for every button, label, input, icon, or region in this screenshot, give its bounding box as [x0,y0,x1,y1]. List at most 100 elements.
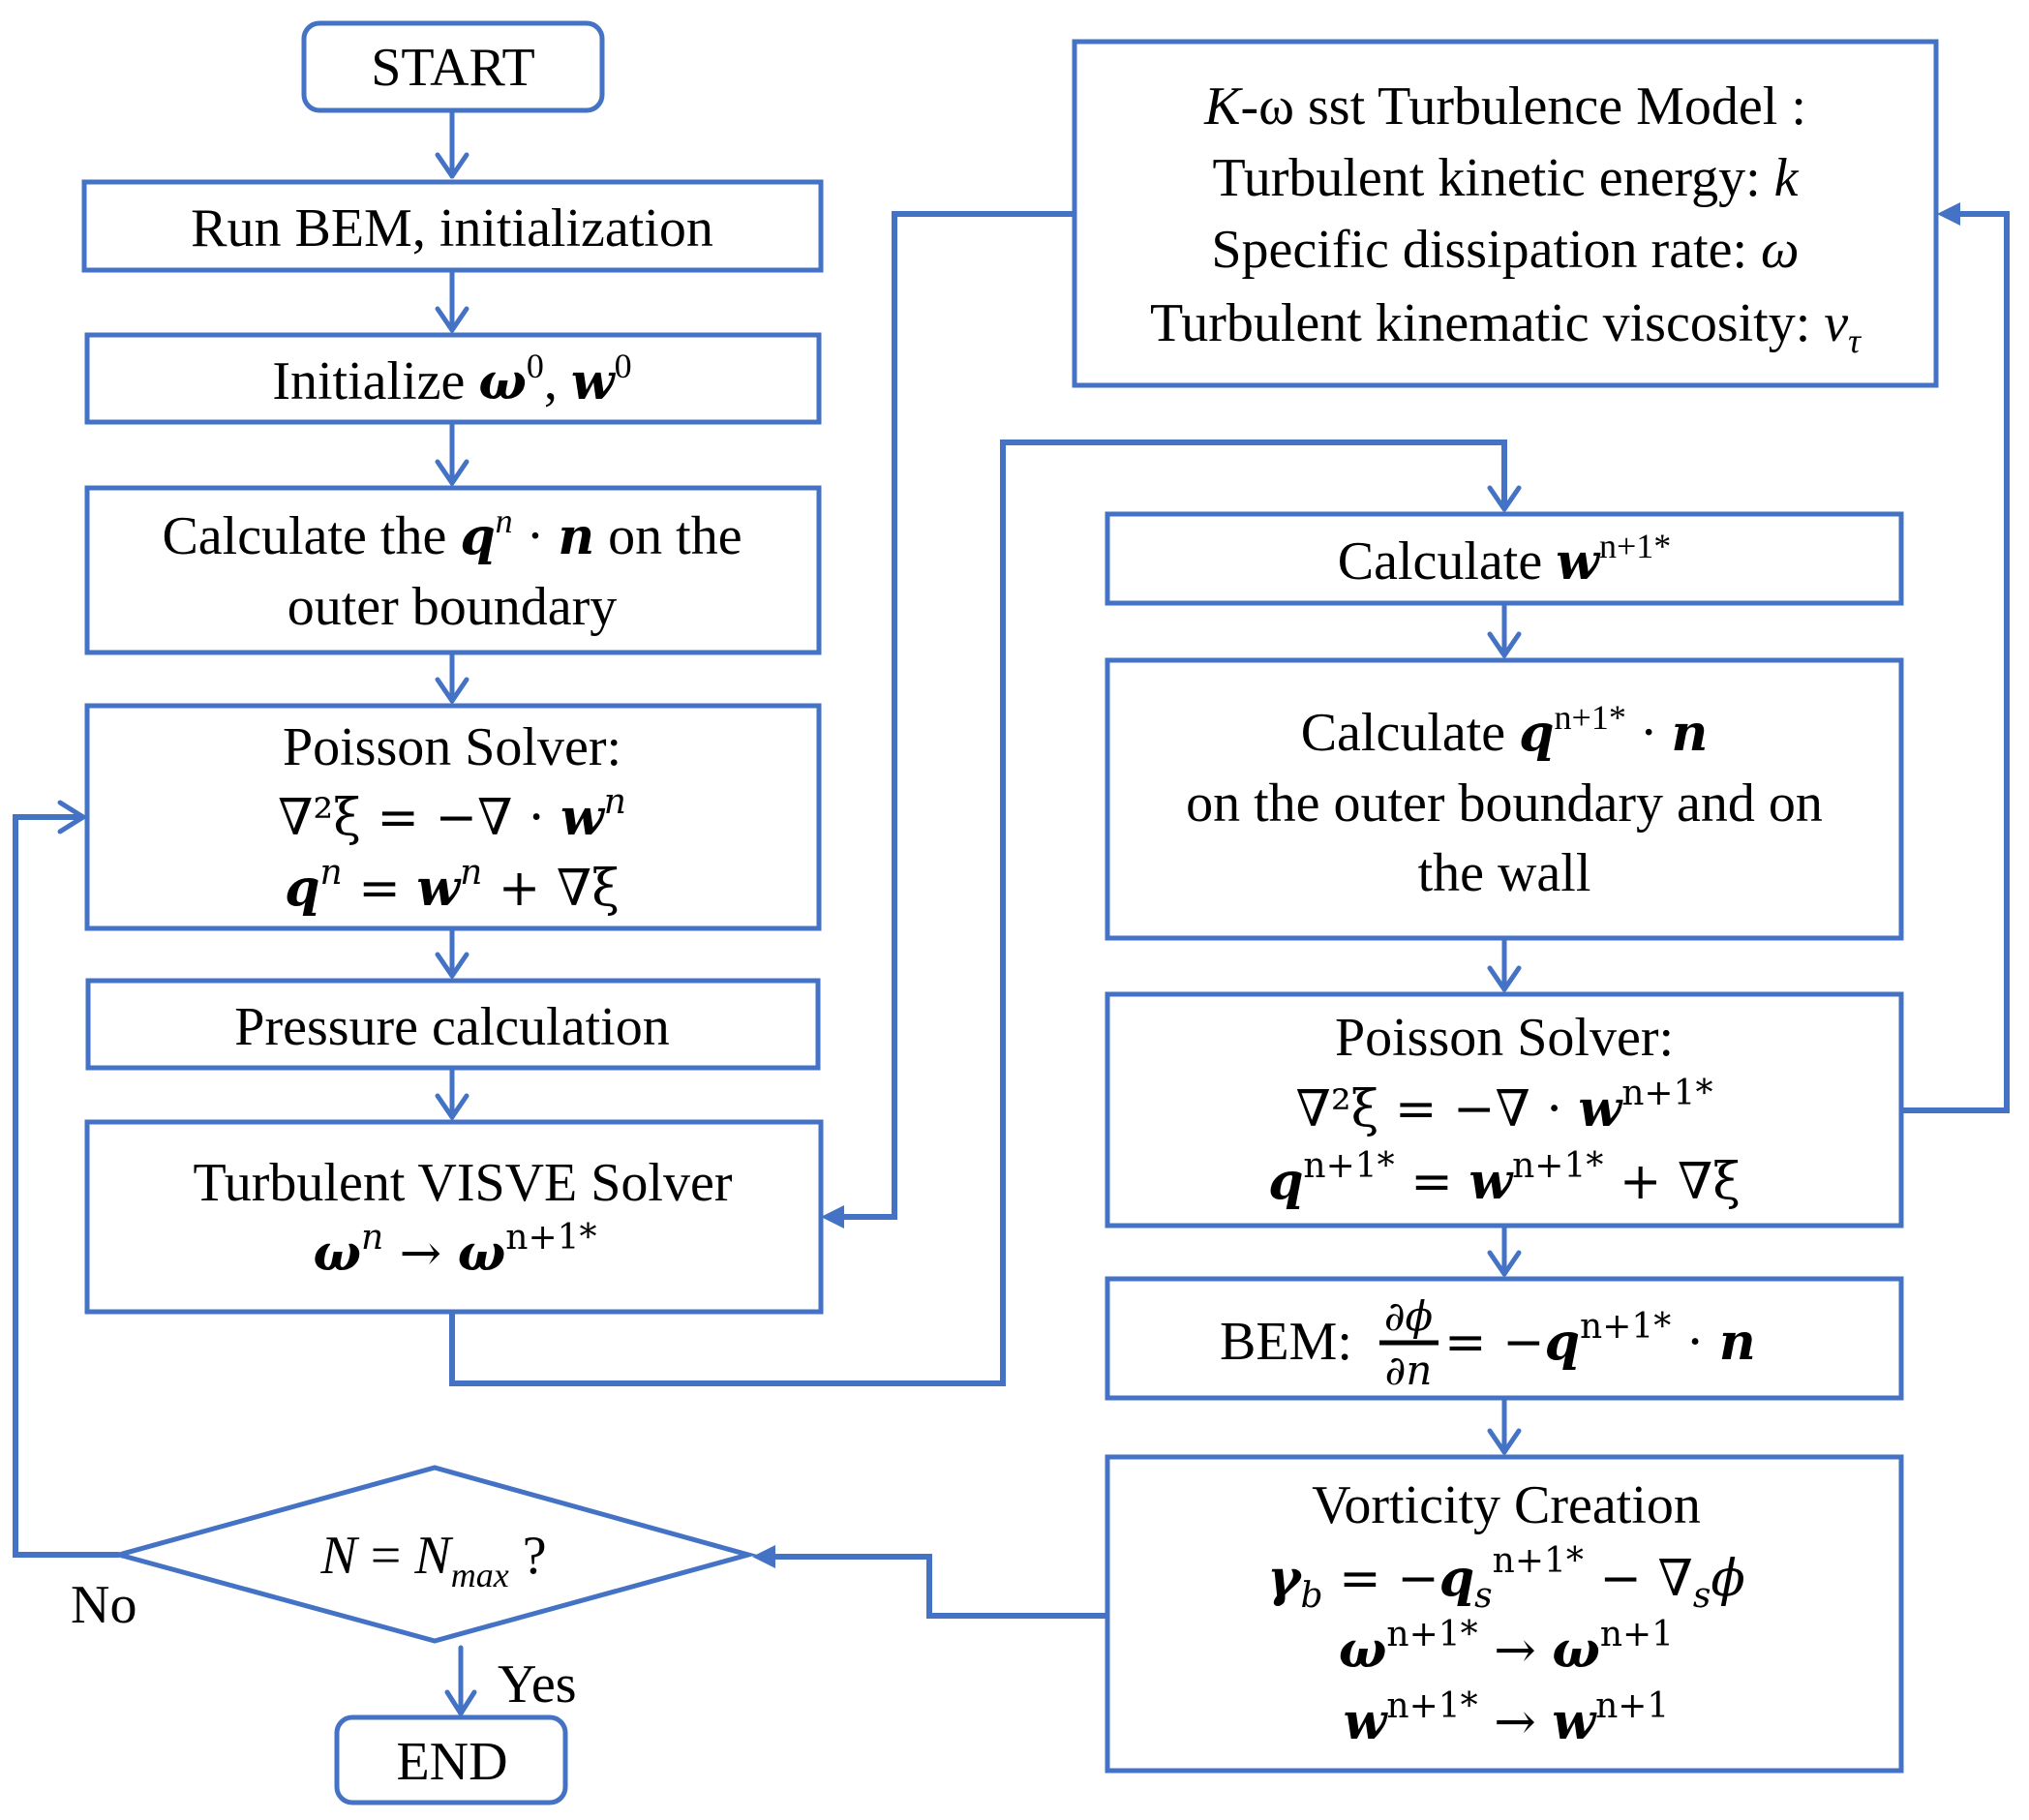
dot: · [513,506,559,566]
subscript: max [451,1556,509,1594]
text: − ∇ [1584,1550,1693,1608]
text: = − [1444,1314,1545,1372]
question-mark: ? [509,1526,547,1586]
superscript: n [361,1218,383,1258]
turbulence-line1: K-ω sst Turbulence Model : [1203,76,1806,136]
poisson-title: Poisson Solver: [283,717,621,777]
arrow-head [1937,202,1960,226]
nu-symbol: ν [1824,293,1848,353]
w-symbol: w [560,788,606,847]
equals: = [357,1526,415,1586]
q-symbol: q [1439,1549,1474,1608]
omega-symbol: ω [478,352,527,411]
w-symbol: w [1556,532,1601,592]
gamma-symbol: γ [1267,1549,1303,1608]
connectors [13,107,2010,1716]
run-bem-node: Run BEM, initialization [81,179,824,273]
calc-q-right-line3: the wall [1418,843,1591,903]
bem-node: BEM: ∂ϕ ∂n = −qn+1* · n [1105,1276,1904,1401]
bem-denominator: ∂n [1385,1347,1433,1394]
start-node: START [301,20,605,113]
superscript-zero: 0 [527,347,544,385]
subscript: τ [1848,321,1862,360]
poisson-eq2: qn = wn + ∇ξ [285,853,620,918]
q-symbol: q [285,859,319,918]
superscript: n+1* [1493,1541,1584,1581]
text: + ∇ξ [482,860,620,918]
omega-symbol: ω [313,1224,361,1283]
superscript: n+1* [1512,1146,1603,1186]
text: Calculate the [162,506,460,566]
text: ∇²ξ = −∇ · [1296,1080,1579,1138]
arrow-head [57,800,86,834]
turbulence-model-box [1072,39,1939,388]
decision-diamond [109,1465,758,1644]
superscript: n+1 [1595,1686,1669,1726]
turbulence-line2: Turbulent kinetic energy: k [1212,148,1799,208]
dot: · [1626,703,1672,763]
initialize-label: Initialize ω0, w0 [272,347,631,411]
n-symbol: n [558,507,594,566]
superscript: n [320,853,343,893]
initialize-prefix: Initialize [272,351,478,411]
text: = − [1323,1550,1439,1608]
q-symbol: q [460,507,495,566]
calc-w-box [1105,511,1904,606]
calc-q-right-node: Calculate qn+1* · n on the outer boundar… [1105,657,1904,941]
vorticity-title: Vorticity Creation [1312,1475,1701,1535]
w-symbol: w [1344,1692,1389,1751]
arrow-symbol: → [1478,1693,1553,1751]
text: Calculate [1338,531,1556,592]
arrow-head [1487,631,1522,658]
superscript: n [496,501,513,540]
q-symbol: q [1268,1152,1303,1211]
superscript: n+1* [1386,1615,1477,1654]
phi-symbol: ϕ [1711,1550,1744,1608]
turbulence-model-node: K-ω sst Turbulence Model : Turbulent kin… [1072,39,1939,388]
arrow-head [435,952,469,979]
connector-turbulence-to-visve [842,211,1075,1220]
calc-w-node: Calculate wn+1* [1105,511,1904,606]
pressure-box [85,978,821,1071]
omega-symbol: ω [1339,1621,1387,1680]
arrow-head [435,459,469,486]
w-symbol: w [1578,1079,1623,1138]
k-symbol: K [1203,76,1243,136]
visve-box [84,1119,824,1315]
loop-no-to-poisson [13,814,119,1558]
visve-eq: ωn → ωn+1* [313,1218,596,1283]
poisson-right-box [1105,991,1904,1228]
text: + ∇ξ [1603,1153,1741,1211]
w-symbol: w [416,859,462,918]
arrow-head [821,1205,844,1228]
poisson-right-eq1: ∇²ξ = −∇ · wn+1* [1296,1074,1713,1138]
start-label: START [371,38,535,98]
pressure-label: Pressure calculation [234,997,669,1057]
text: on the [594,506,742,566]
arrow-head [1487,485,1522,512]
arrow-head [435,306,469,333]
turbulence-line3: Specific dissipation rate: ω [1211,220,1799,280]
w-symbol: w [1469,1152,1514,1211]
vorticity-node: Vorticity Creation γb = −qsn+1* − ∇sϕ ωn… [1105,1454,1904,1774]
omega-symbol: ω [458,1224,506,1283]
connector-visve-to-calcw [449,440,1507,1386]
turbulence-line4: Turbulent kinematic viscosity: ντ [1150,293,1862,360]
poisson-eq1: ∇²ξ = −∇ · wn [278,782,626,847]
arrow-head [444,1689,477,1716]
decision-node: N = Nmax ? No Yes [71,1465,758,1714]
superscript: n+1* [505,1218,596,1258]
poisson-right-node: Poisson Solver: ∇²ξ = −∇ · wn+1* qn+1* =… [1105,991,1904,1228]
calc-w-label: Calculate wn+1* [1338,527,1672,592]
n-symbol: N [319,1526,359,1586]
calc-q-line2: outer boundary [288,577,618,637]
text: -ω sst Turbulence Model : [1240,76,1805,136]
subscript: s [1693,1576,1711,1616]
arrow-head [1487,965,1522,992]
arrow-head [435,677,469,704]
superscript: n+1* [1621,1074,1712,1113]
w-symbol: w [571,352,617,411]
vorticity-box [1105,1454,1904,1774]
superscript: n+1* [1555,698,1626,737]
